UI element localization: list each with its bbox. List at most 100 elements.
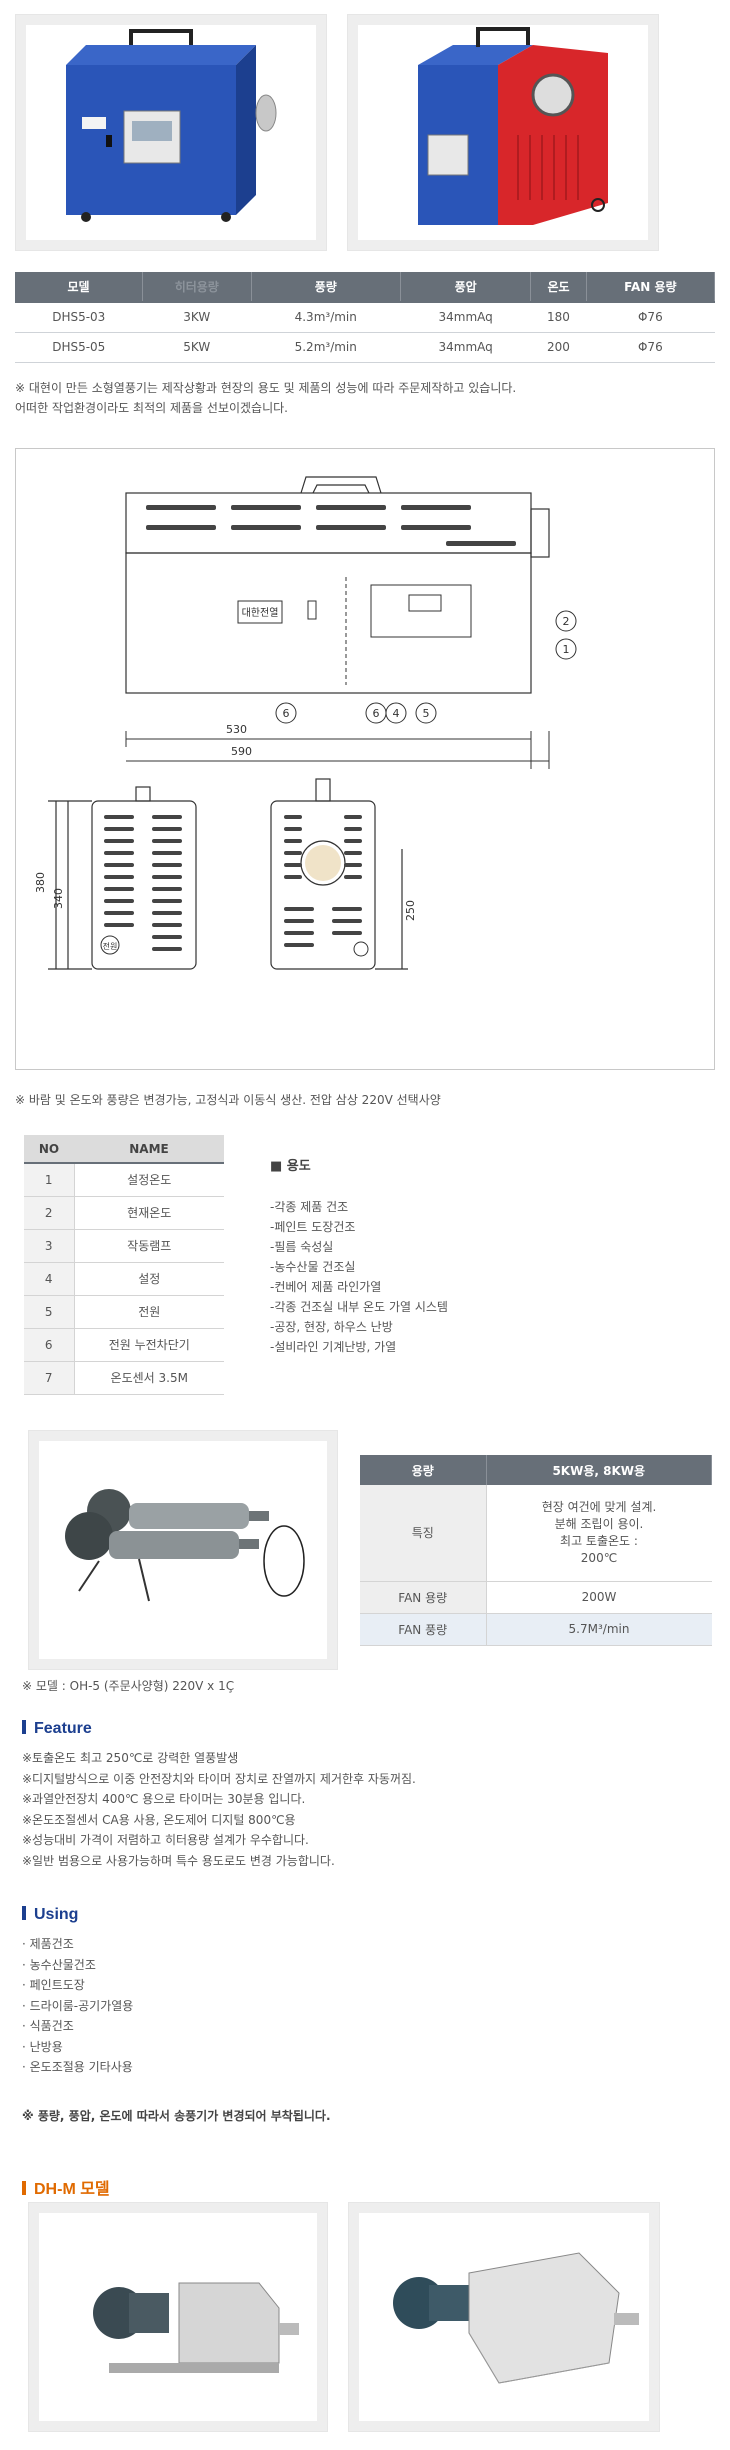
red-heater-image: [418, 27, 608, 225]
table-row: DHS5-03 3KW 4.3m³/min 34mmAq 180 Φ76: [15, 301, 715, 333]
cell-volume: 5.2m³/min: [251, 332, 401, 363]
photo-dhm-2: [359, 2213, 649, 2421]
col-fan-capacity: FAN 용량: [586, 272, 716, 302]
feature-line: 현장 여건에 맞게 설계.: [541, 1499, 657, 1514]
dim-530: 530: [226, 723, 247, 736]
feature-title-bar: [22, 1720, 26, 1734]
dim-250: 250: [404, 900, 417, 921]
photo-dhm-1: [39, 2213, 317, 2421]
spec-table-header: 모델 히터용량 풍량 풍압 온도 FAN 용량: [15, 272, 716, 302]
table-row: FAN 풍량 5.7M³/min: [360, 1613, 712, 1646]
col-heater-capacity: 히터용량: [142, 272, 252, 302]
table-row: 특징 현장 여건에 맞게 설계. 분해 조립이 용이. 최고 토출온도 : 20…: [360, 1485, 712, 1582]
photo-frame-dhs5-blue: [15, 14, 327, 251]
photo-frame-dhs5-red: [347, 14, 659, 251]
dim-340: 340: [52, 888, 65, 909]
cell-no: 7: [24, 1361, 74, 1395]
feature-item: ※성능대비 가격이 저렴하고 히터용량 설계가 우수합니다.: [22, 1833, 309, 1847]
dim-380: 380: [34, 872, 47, 893]
usage-item: -페인트 도장건조: [270, 1220, 356, 1234]
usage-item: -설비라인 기계난방, 가열: [270, 1340, 397, 1354]
callout-2: 2: [563, 615, 570, 628]
dhm-title-bar: [22, 2181, 26, 2195]
cell-model: DHS5-05: [15, 332, 143, 363]
dhm-title: DH-M 모델: [22, 2175, 110, 2199]
drawing-svg: 대한전열 2 1 6 6 4 5 530 590: [34, 476, 577, 970]
dhm-heater-image-1: [93, 2282, 299, 2373]
using-title-text: Using: [34, 1906, 79, 1923]
col-air-volume: 풍량: [251, 272, 401, 302]
feature-item: ※디지털방식으로 이중 안전장치와 타이머 장치로 잔열까지 제거한후 자동꺼짐…: [22, 1771, 416, 1786]
drawing-note: ※ 바람 및 온도와 풍량은 변경가능, 고정식과 이동식 생산. 전압 삼상 …: [15, 1093, 441, 1107]
callout-4: 4: [393, 707, 400, 720]
cell-name: 온도센서 3.5M: [73, 1361, 224, 1395]
heater-note: ※ 모델 : OH-5 (주문사양형) 220V x 1Ç: [22, 1679, 235, 1693]
feature-value: 현장 여건에 맞게 설계. 분해 조립이 용이. 최고 토출온도 : 200℃: [485, 1485, 712, 1582]
usage-list: -각종 제품 건조 -페인트 도장건조 -필름 숙성실 -농수산물 건조실 -컨…: [270, 1197, 448, 1357]
callout-6a: 6: [283, 707, 290, 720]
using-note: ※ 풍량, 풍압, 온도에 따라서 송풍기가 변경되어 부착됩니다.: [22, 2109, 331, 2123]
cell-name: 현재온도: [73, 1196, 224, 1230]
using-list: · 제품건조 · 농수산물건조 · 페인트도장 · 드라이룸-공기가열용 · 식…: [22, 1934, 133, 2078]
cell-volume: 4.3m³/min: [251, 301, 401, 333]
photo-frame-dhm-2: [348, 2202, 660, 2432]
fan-flow-label: FAN 풍량: [360, 1613, 486, 1646]
photo-frame-dhm-1: [28, 2202, 328, 2432]
table-row: FAN 용량 200W: [360, 1581, 712, 1614]
cell-name: 전원: [73, 1295, 224, 1329]
feature-item: ※일반 범용으로 사용가능하며 특수 용도로도 변경 가능합니다.: [22, 1853, 335, 1868]
col-5kw-8kw: 5KW용, 8KW용: [486, 1455, 712, 1485]
feature-title-text: Feature: [34, 1720, 92, 1737]
callout-1: 1: [563, 643, 570, 656]
fan-flow-value: 5.7M³/min: [485, 1613, 712, 1646]
cell-heater: 5KW: [142, 332, 251, 363]
using-item: · 제품건조: [22, 1937, 74, 1951]
cell-no: 5: [24, 1295, 74, 1329]
cell-fan: Φ76: [586, 301, 715, 333]
cell-pressure: 34mmAq: [400, 301, 531, 333]
fan-capacity-value: 200W: [485, 1581, 712, 1614]
cell-no: 3: [24, 1229, 74, 1263]
spec-note: ※ 대현이 만든 소형열풍기는 제작상황과 현장의 용도 및 제품의 성능에 따…: [15, 378, 516, 418]
feature-label: 특징: [360, 1485, 486, 1582]
col-name: NAME: [74, 1135, 224, 1164]
parts-table-header: NO NAME: [24, 1135, 224, 1164]
cell-heater: 3KW: [142, 301, 251, 333]
feature-list: ※토출온도 최고 250℃로 강력한 열풍발생 ※디지털방식으로 이중 안전장치…: [22, 1748, 416, 1871]
using-item: · 페인트도장: [22, 1978, 85, 1992]
cell-no: 2: [24, 1196, 74, 1230]
feature-line: 분해 조립이 용이.: [554, 1516, 644, 1531]
cell-no: 4: [24, 1262, 74, 1296]
usage-item: -공장, 현장, 하우스 난방: [270, 1320, 393, 1334]
dim-590: 590: [231, 745, 252, 758]
col-air-pressure: 풍압: [400, 272, 532, 302]
col-model: 모델: [15, 272, 144, 302]
using-item: · 식품건조: [22, 2019, 74, 2033]
using-title: Using: [22, 1906, 78, 1924]
heater-table-header: 용량 5KW용, 8KW용: [360, 1455, 712, 1485]
using-item: · 난방용: [22, 2039, 63, 2054]
spec-note-line2: 어떠한 작업환경이라도 최적의 제품을 선보이겠습니다.: [15, 401, 288, 415]
blue-heater-image: [66, 29, 277, 222]
dhm-heater-image-2: [393, 2252, 639, 2384]
col-capacity: 용량: [360, 1455, 487, 1485]
cell-name: 설정온도: [73, 1163, 224, 1197]
cell-name: 전원 누전차단기: [73, 1328, 224, 1362]
feature-title: Feature: [22, 1720, 92, 1738]
usage-item: -농수산물 건조실: [270, 1260, 356, 1274]
tube-heater-image: [65, 1489, 305, 1602]
feature-line: 200℃: [580, 1550, 618, 1565]
photo-dhs5-red: [358, 25, 648, 240]
photo-frame-oh5: [28, 1430, 338, 1670]
feature-item: ※토출온도 최고 250℃로 강력한 열풍발생: [22, 1751, 239, 1765]
drawing-power-label: 전원: [103, 941, 118, 951]
drawing-panel-label: 대한전열: [242, 607, 279, 619]
cell-model: DHS5-03: [15, 301, 143, 333]
